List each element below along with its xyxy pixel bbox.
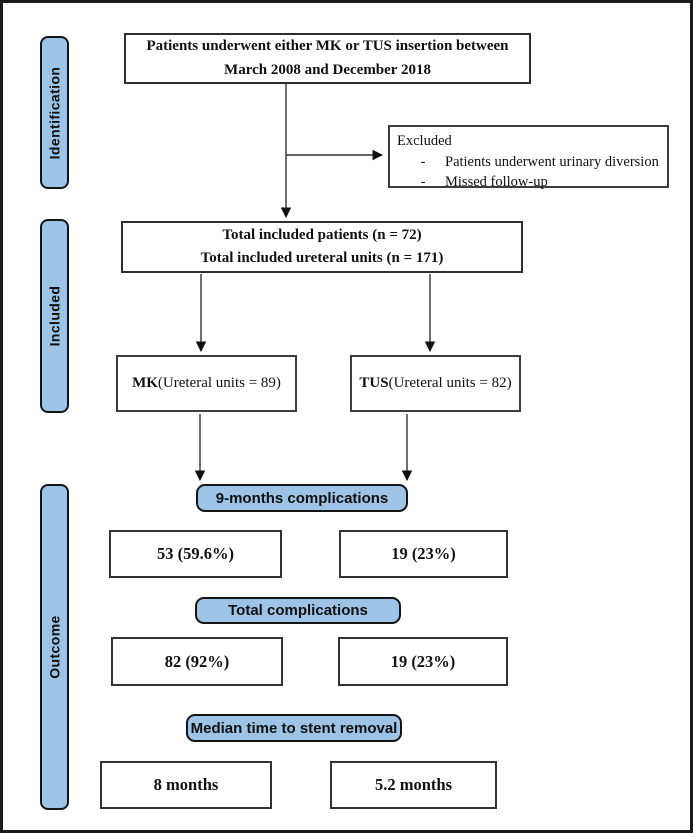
nine-months-complications-bar: 9-months complications <box>196 484 408 512</box>
stage-included-label: Included <box>46 285 63 347</box>
total-included-line1: Total included patients (n = 72) <box>222 226 422 243</box>
mk-nine-months-value: 53 (59.6%) <box>157 544 234 563</box>
mk-nine-months-result-box: 53 (59.6%) <box>109 530 282 578</box>
mk-arm-detail: (Ureteral units = 89) <box>157 375 281 391</box>
median-time-bar: Median time to stent removal <box>186 714 402 742</box>
median-time-label: Median time to stent removal <box>190 719 398 737</box>
stage-outcome: Outcome <box>40 484 69 810</box>
total-included-box: Total included patients (n = 72) Total i… <box>121 221 523 273</box>
stage-included: Included <box>40 219 69 413</box>
population-box: Patients underwent either MK or TUS inse… <box>124 33 531 84</box>
mk-arm-name: MK <box>132 375 158 391</box>
excluded-item: - Missed follow-up <box>397 172 663 193</box>
mk-median-result-box: 8 months <box>100 761 272 809</box>
total-included-line2: Total included ureteral units (n = 171) <box>200 250 444 266</box>
excluded-title: Excluded <box>397 133 452 149</box>
tus-median-value: 5.2 months <box>374 775 452 794</box>
bullet-dash: - <box>420 174 426 191</box>
stage-outcome-label: Outcome <box>46 615 63 679</box>
tus-arm-box: TUS (Ureteral units = 82) <box>350 355 521 412</box>
mk-arm-box: MK (Ureteral units = 89) <box>116 355 297 412</box>
excluded-item-label: Missed follow-up <box>445 174 548 191</box>
mk-total-value: 82 (92%) <box>164 651 230 671</box>
tus-nine-months-result-box: 19 (23%) <box>339 530 508 578</box>
tus-total-result-box: 19 (23%) <box>338 637 508 686</box>
population-line2: March 2008 and December 2018 <box>224 61 431 78</box>
excluded-item: - Patients underwent urinary diversion <box>397 152 663 173</box>
excluded-item-label: Patients underwent urinary diversion <box>445 153 659 170</box>
tus-total-value: 19 (23%) <box>390 651 456 671</box>
tus-nine-months-value: 19 (23%) <box>391 544 456 563</box>
stage-identification-label: Identification <box>46 66 63 159</box>
nine-months-complications-label: 9-months complications <box>215 489 389 507</box>
tus-arm-detail: (Ureteral units = 82) <box>388 375 512 391</box>
mk-median-value: 8 months <box>153 775 219 794</box>
excluded-box: Excluded - Patients underwent urinary di… <box>388 125 669 190</box>
population-line1: Patients underwent either MK or TUS inse… <box>146 38 509 55</box>
total-complications-bar: Total complications <box>195 597 401 624</box>
tus-median-result-box: 5.2 months <box>330 761 497 809</box>
total-complications-label: Total complications <box>228 602 368 619</box>
tus-arm-name: TUS <box>359 375 389 391</box>
stage-identification: Identification <box>40 36 69 189</box>
mk-total-result-box: 82 (92%) <box>111 637 283 686</box>
bullet-dash: - <box>420 153 426 170</box>
